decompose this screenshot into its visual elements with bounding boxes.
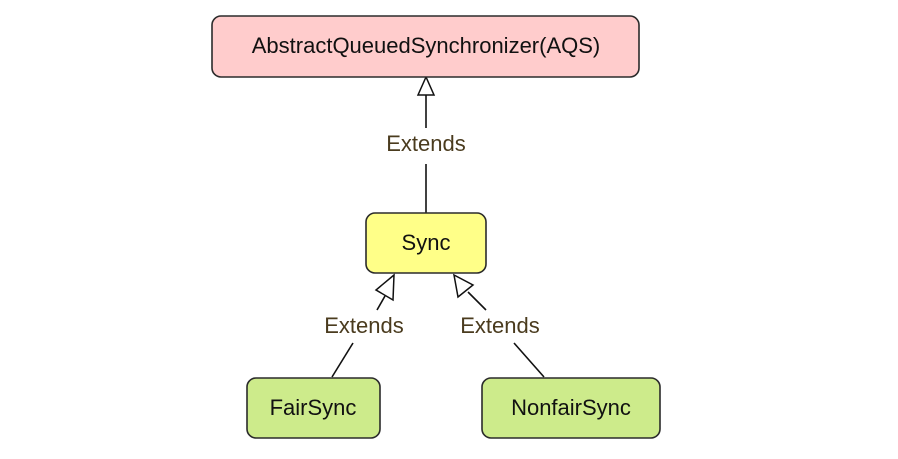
edge-line-lower xyxy=(513,342,545,378)
node-sync-box xyxy=(365,212,487,274)
inheritance-arrow-icon xyxy=(416,75,436,96)
node-nonfairsync: NonfairSync xyxy=(481,377,661,439)
node-aqs-box xyxy=(211,15,640,78)
edge-nonfairsync-extends-sync: Extends xyxy=(452,273,545,378)
edge-fairsync-extends-sync: Extends xyxy=(324,273,404,378)
edge-label-fair-sync: Extends xyxy=(324,313,404,338)
edge-line-upper xyxy=(467,291,487,311)
edge-line-upper xyxy=(376,295,386,311)
inheritance-arrow-icon xyxy=(452,273,475,299)
node-aqs-label: AbstractQueuedSynchronizer(AQS) xyxy=(252,33,601,58)
node-fairsync: FairSync xyxy=(246,377,381,439)
node-nonfairsync-box xyxy=(481,377,661,439)
node-sync: Sync xyxy=(365,212,487,274)
node-nonfairsync-label: NonfairSync xyxy=(511,395,631,420)
inheritance-arrow-icon xyxy=(374,273,395,302)
node-aqs: AbstractQueuedSynchronizer(AQS) xyxy=(211,15,640,78)
edge-label-sync-aqs: Extends xyxy=(386,131,466,156)
edge-line-lower xyxy=(331,342,354,378)
edge-label-nonfair-sync: Extends xyxy=(460,313,540,338)
node-fairsync-label: FairSync xyxy=(270,395,357,420)
node-fairsync-box xyxy=(246,377,381,439)
node-sync-label: Sync xyxy=(402,230,451,255)
edge-sync-extends-aqs: Extends xyxy=(386,75,466,213)
